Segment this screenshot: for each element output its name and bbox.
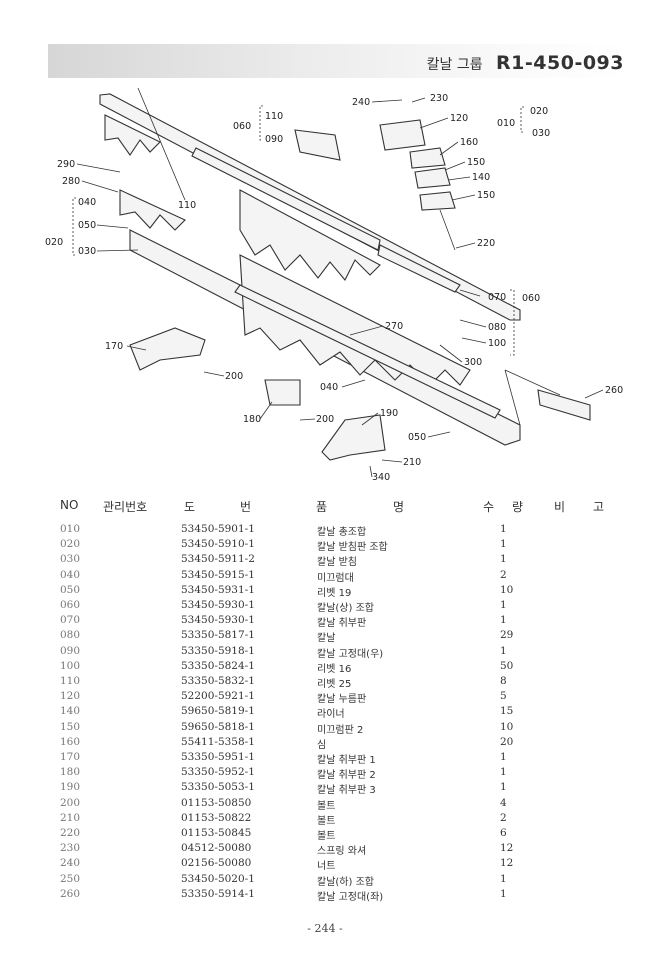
group-title: 칼날 그룹 <box>426 57 483 73</box>
svg-text:290: 290 <box>57 159 75 170</box>
svg-text:280: 280 <box>62 176 80 187</box>
svg-text:300: 300 <box>464 357 482 368</box>
guide-bar <box>234 284 501 419</box>
svg-text:200: 200 <box>316 414 334 425</box>
svg-text:150: 150 <box>467 157 485 168</box>
callout-labels: 240 230 120 010 020 030 060 110 090 160 … <box>45 93 623 483</box>
group-code: R1-450-093 <box>496 52 624 74</box>
svg-text:090: 090 <box>265 134 283 145</box>
blade-mounting-plate <box>191 147 381 251</box>
svg-text:060: 060 <box>522 293 540 304</box>
svg-text:070: 070 <box>488 292 506 303</box>
svg-text:100: 100 <box>488 338 506 349</box>
svg-text:060: 060 <box>233 121 251 132</box>
lower-blades <box>239 254 471 386</box>
svg-text:120: 120 <box>450 113 468 124</box>
svg-text:030: 030 <box>532 128 550 139</box>
upper-blades <box>239 189 381 281</box>
blade-press-plate <box>379 119 426 151</box>
svg-text:020: 020 <box>45 237 63 248</box>
header-bar <box>48 44 628 78</box>
page-title: 칼날 그룹 R1-450-093 <box>427 52 624 74</box>
svg-text:050: 050 <box>408 432 426 443</box>
svg-text:160: 160 <box>460 137 478 148</box>
svg-text:010: 010 <box>497 118 515 129</box>
svg-text:200: 200 <box>225 371 243 382</box>
blade-plate-end <box>377 244 461 293</box>
svg-text:170: 170 <box>105 341 123 352</box>
svg-text:140: 140 <box>472 172 490 183</box>
mounting-plate-190 <box>321 414 386 461</box>
svg-text:260: 260 <box>605 385 623 396</box>
svg-text:110: 110 <box>178 200 196 211</box>
blade-segment <box>104 114 161 156</box>
svg-text:050: 050 <box>78 220 96 231</box>
svg-text:240: 240 <box>352 97 370 108</box>
svg-text:180: 180 <box>243 414 261 425</box>
svg-text:040: 040 <box>320 382 338 393</box>
table-header: NO 관리번호 도 번 품 명 수 량 비 고 <box>60 498 605 514</box>
svg-text:340: 340 <box>372 472 390 483</box>
blade-holder-right <box>294 129 341 161</box>
svg-text:190: 190 <box>380 408 398 419</box>
blade-holder-left <box>537 389 591 421</box>
exploded-parts-diagram: 240 230 120 010 020 030 060 110 090 160 … <box>45 87 623 483</box>
mounting-plate-170 <box>129 327 206 371</box>
svg-text:270: 270 <box>385 321 403 332</box>
liner <box>414 167 451 189</box>
svg-text:230: 230 <box>430 93 448 104</box>
svg-text:080: 080 <box>488 322 506 333</box>
mounting-plate-180 <box>264 379 301 406</box>
svg-text:040: 040 <box>78 197 96 208</box>
slide-plate <box>419 191 456 211</box>
svg-text:110: 110 <box>265 111 283 122</box>
page-number: - 244 - <box>307 922 343 935</box>
svg-text:220: 220 <box>477 238 495 249</box>
shim <box>409 147 446 169</box>
svg-text:150: 150 <box>477 190 495 201</box>
svg-text:020: 020 <box>530 106 548 117</box>
svg-text:210: 210 <box>403 457 421 468</box>
blade-segment-left <box>119 189 186 231</box>
svg-text:030: 030 <box>78 246 96 257</box>
